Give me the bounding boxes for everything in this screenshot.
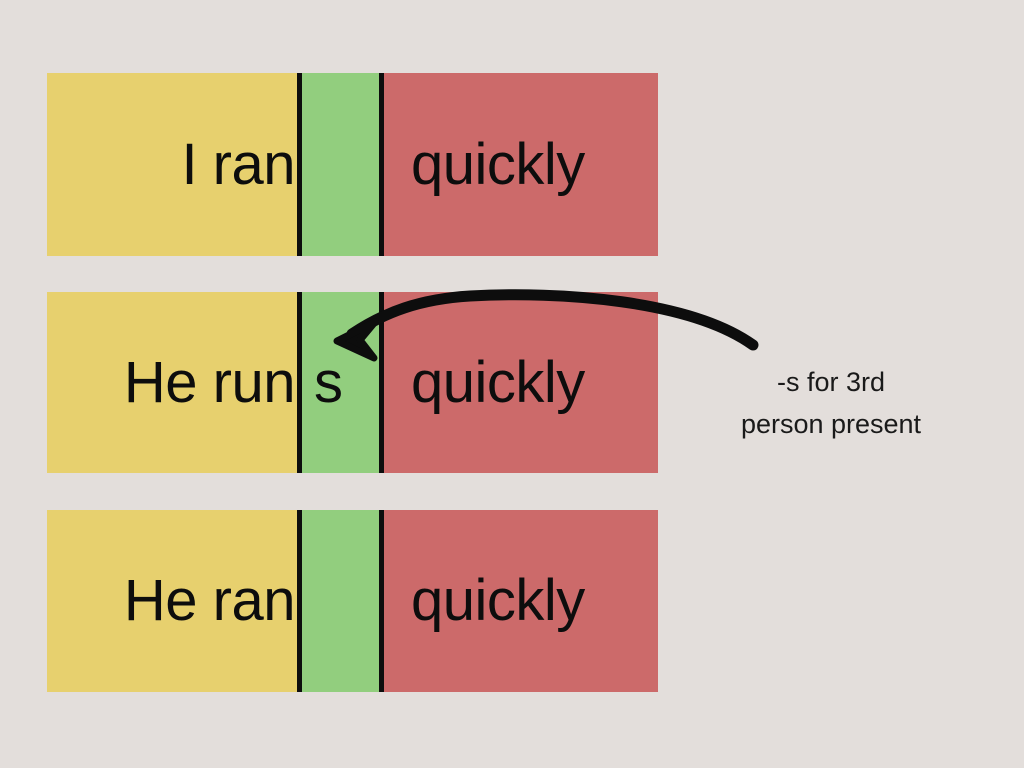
sentence-row: I ran quickly	[47, 73, 659, 256]
divider-line-left	[297, 73, 302, 256]
adverb-cell: quickly	[384, 510, 658, 692]
divider-line-right	[379, 73, 384, 256]
subject-text: He ran	[123, 568, 296, 633]
subject-cell: He ran	[47, 510, 297, 692]
subject-text: I ran	[181, 131, 295, 197]
affix-text: s	[314, 349, 343, 415]
affix-cell	[302, 510, 379, 692]
adverb-cell: quickly	[384, 292, 658, 473]
adverb-cell: quickly	[384, 73, 658, 256]
adverb-text: quickly	[411, 131, 585, 197]
divider-line-left	[297, 510, 302, 692]
annotation-line-1: -s for 3rd	[776, 367, 886, 397]
subject-cell: I ran	[47, 73, 297, 256]
subject-text: He run	[123, 349, 296, 415]
adverb-text: quickly	[411, 349, 585, 415]
annotation-label: -s for 3rd person present	[700, 362, 962, 446]
divider-line-right	[379, 510, 384, 692]
affix-cell	[302, 73, 379, 256]
divider-line-right	[379, 292, 384, 473]
annotation-line-2: person present	[740, 408, 922, 439]
sentence-row: He run s quickly	[47, 292, 659, 473]
affix-cell: s	[302, 292, 379, 473]
sentence-row: He ran quickly	[47, 510, 659, 692]
adverb-text: quickly	[411, 568, 585, 633]
divider-line-left	[297, 292, 302, 473]
subject-cell: He run	[47, 292, 297, 473]
